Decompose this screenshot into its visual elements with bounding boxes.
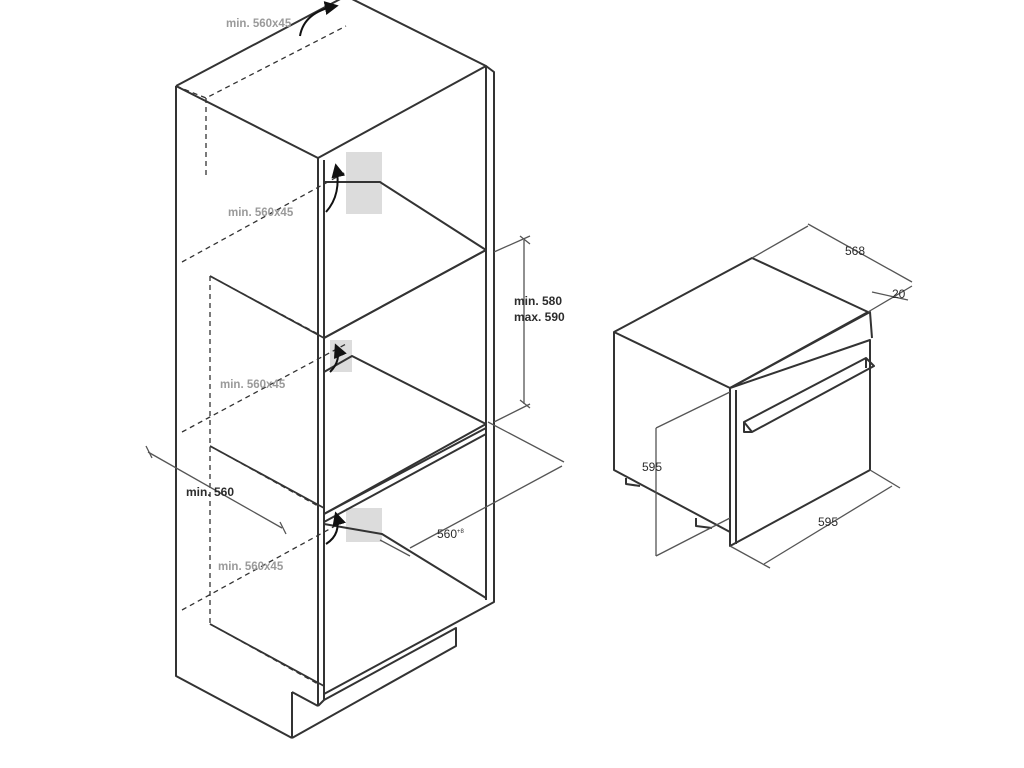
dim-depth-line: [147, 451, 283, 529]
oven-dimensions: [655, 223, 913, 569]
hidden-edges: [175, 25, 347, 685]
vent-arrow-top: [299, 1, 339, 37]
compartment-floors: [209, 275, 325, 687]
oven-height-label: 595: [642, 460, 663, 474]
dim-oven-depth-line: [807, 223, 913, 283]
rear-vent-strips: [330, 152, 382, 542]
oven-handle: [743, 357, 875, 433]
oven-top: [613, 257, 869, 389]
vent-arrow-upper: [325, 163, 346, 213]
oven-handle-mount: [743, 358, 867, 433]
vent-arrow-middle: [329, 343, 347, 373]
dim-width-line: [409, 465, 563, 549]
oven-door: [729, 339, 871, 547]
vent-label-upper: min. 560x45: [228, 207, 294, 219]
cabinet-left-side: [175, 86, 293, 739]
cabinet-height-max: max. 590: [514, 310, 565, 324]
vent-arrow-bottom: [325, 511, 346, 545]
shelf-lower-front: [323, 427, 487, 523]
oven-depth-label: 568: [845, 244, 866, 258]
oven: [613, 257, 875, 547]
vent-label-bottom: min. 560x45: [218, 561, 284, 573]
cabinet-top-edges: [175, 0, 487, 159]
cabinet-dimensions: [145, 235, 565, 557]
cabinet-top-inner: [323, 65, 495, 695]
vent-arrows: [299, 1, 347, 545]
oven-side: [613, 332, 731, 533]
cabinet-width-label: 560+8: [437, 528, 464, 540]
tall-cabinet: [175, 0, 495, 739]
cabinet-plinth: [291, 627, 457, 739]
dim-oven-offset-line: [871, 291, 909, 301]
oven-width-label: 595: [818, 515, 839, 529]
cabinet-width-value: 560: [437, 527, 458, 541]
cabinet-height-min: min. 580: [514, 294, 563, 308]
shelf-lower: [323, 523, 487, 599]
cabinet-height-label: min. 580 max. 590: [514, 293, 565, 325]
cabinet-depth-label: min. 560: [186, 485, 235, 499]
shelf-middle: [323, 355, 487, 515]
oven-front-frame: [729, 311, 873, 389]
oven-feet: [625, 478, 713, 529]
oven-offset-label: 20: [892, 287, 906, 301]
dim-oven-width-line: [763, 485, 893, 565]
cabinet-width-tolerance: +8: [457, 529, 464, 535]
vent-label-top: min. 560x45: [226, 18, 292, 30]
shelf-upper-front: [323, 249, 487, 339]
vent-label-middle: min. 560x45: [220, 379, 286, 391]
